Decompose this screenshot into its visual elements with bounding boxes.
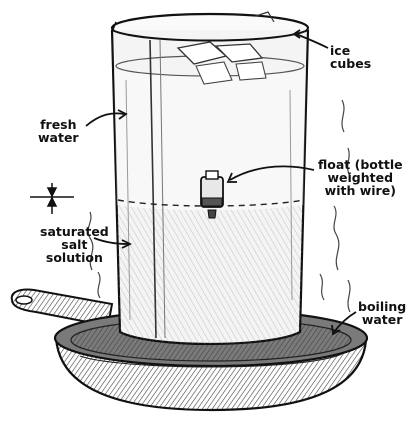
label-ice-cubes-line2: cubes (330, 56, 372, 71)
float-bottle (200, 170, 224, 219)
label-boiling-line1: boiling (358, 299, 407, 314)
label-ice-cubes-line1: ice (330, 43, 351, 58)
pan-handle (10, 288, 114, 328)
steam-wisps (87, 99, 351, 313)
label-salt-line1: saturated (40, 224, 109, 239)
label-fresh-water: fresh water (38, 118, 79, 144)
ice-cubes (176, 11, 275, 85)
label-fresh-water-line2: water (38, 130, 79, 145)
label-salt-line3: solution (45, 250, 103, 265)
label-float-line3: with wire) (324, 183, 396, 198)
label-boiling-line2: water (361, 312, 403, 327)
label-ice-cubes: ice cubes (330, 44, 371, 70)
label-fresh-water-line1: fresh (40, 117, 77, 132)
pointer-arrows (85, 29, 357, 336)
label-float-line1: float (bottle (318, 157, 403, 172)
interface-marker (30, 183, 74, 214)
label-float: float (bottle weighted with wire) (318, 158, 403, 197)
label-salt-line2: salt (61, 237, 88, 252)
label-float-line2: weighted (327, 170, 394, 185)
label-boiling-water: boiling water (358, 300, 406, 326)
label-saturated-salt-solution: saturated salt solution (40, 225, 109, 264)
